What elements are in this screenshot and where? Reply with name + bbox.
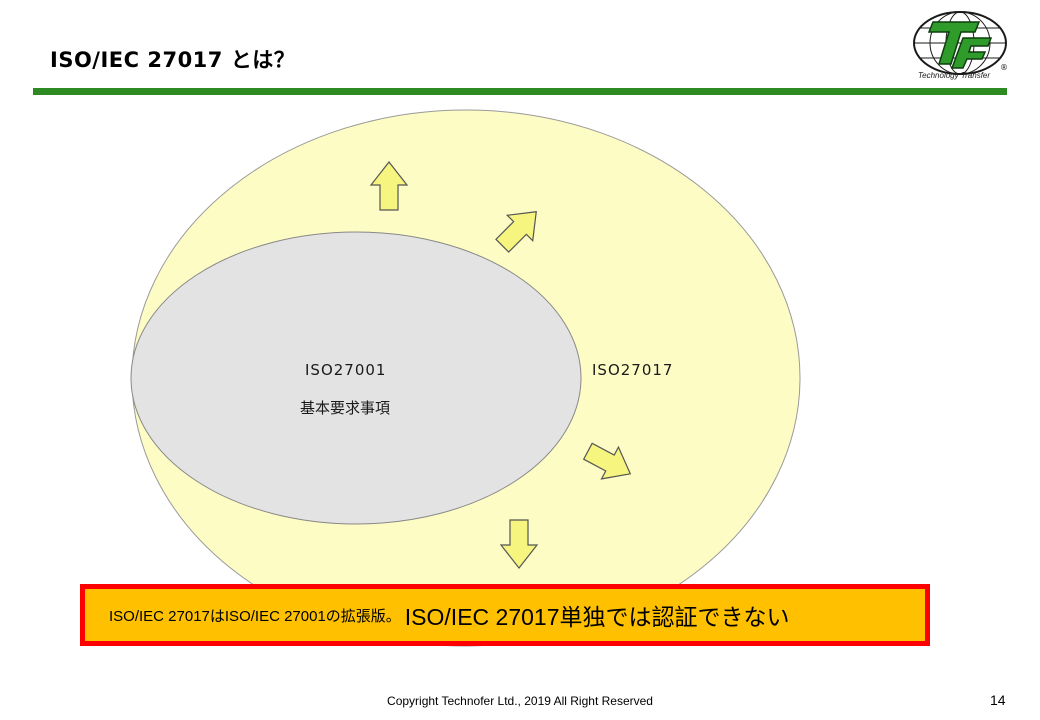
basic-requirements-label: 基本要求事項 [300,399,391,417]
technology-transfer-logo: ® [913,11,1008,75]
callout-box: ISO/IEC 27017はISO/IEC 27001の拡張版。 ISO/IEC… [80,584,930,646]
arrow-up [369,161,409,211]
arrow-down [499,519,539,569]
page-number: 14 [990,692,1006,708]
tf-monogram [927,21,993,69]
iso27001-ellipse [130,231,582,525]
callout-text-small: ISO/IEC 27017はISO/IEC 27001の拡張版。 [109,607,401,625]
iso27017-label: ISO27017 [592,361,674,379]
footer-copyright: Copyright Technofer Ltd., 2019 All Right… [387,694,653,708]
slide-title: ISO/IEC 27017 とは？ [50,48,296,72]
callout-text-large: ISO/IEC 27017単独では認証できない [404,604,790,630]
logo-caption: Technology Transfer [918,71,991,80]
iso27001-label: ISO27001 [305,361,387,379]
arrow-down-right [582,442,632,480]
registered-mark: ® [1000,63,1008,72]
arrow-up-right [495,211,537,253]
title-divider [33,88,1007,95]
